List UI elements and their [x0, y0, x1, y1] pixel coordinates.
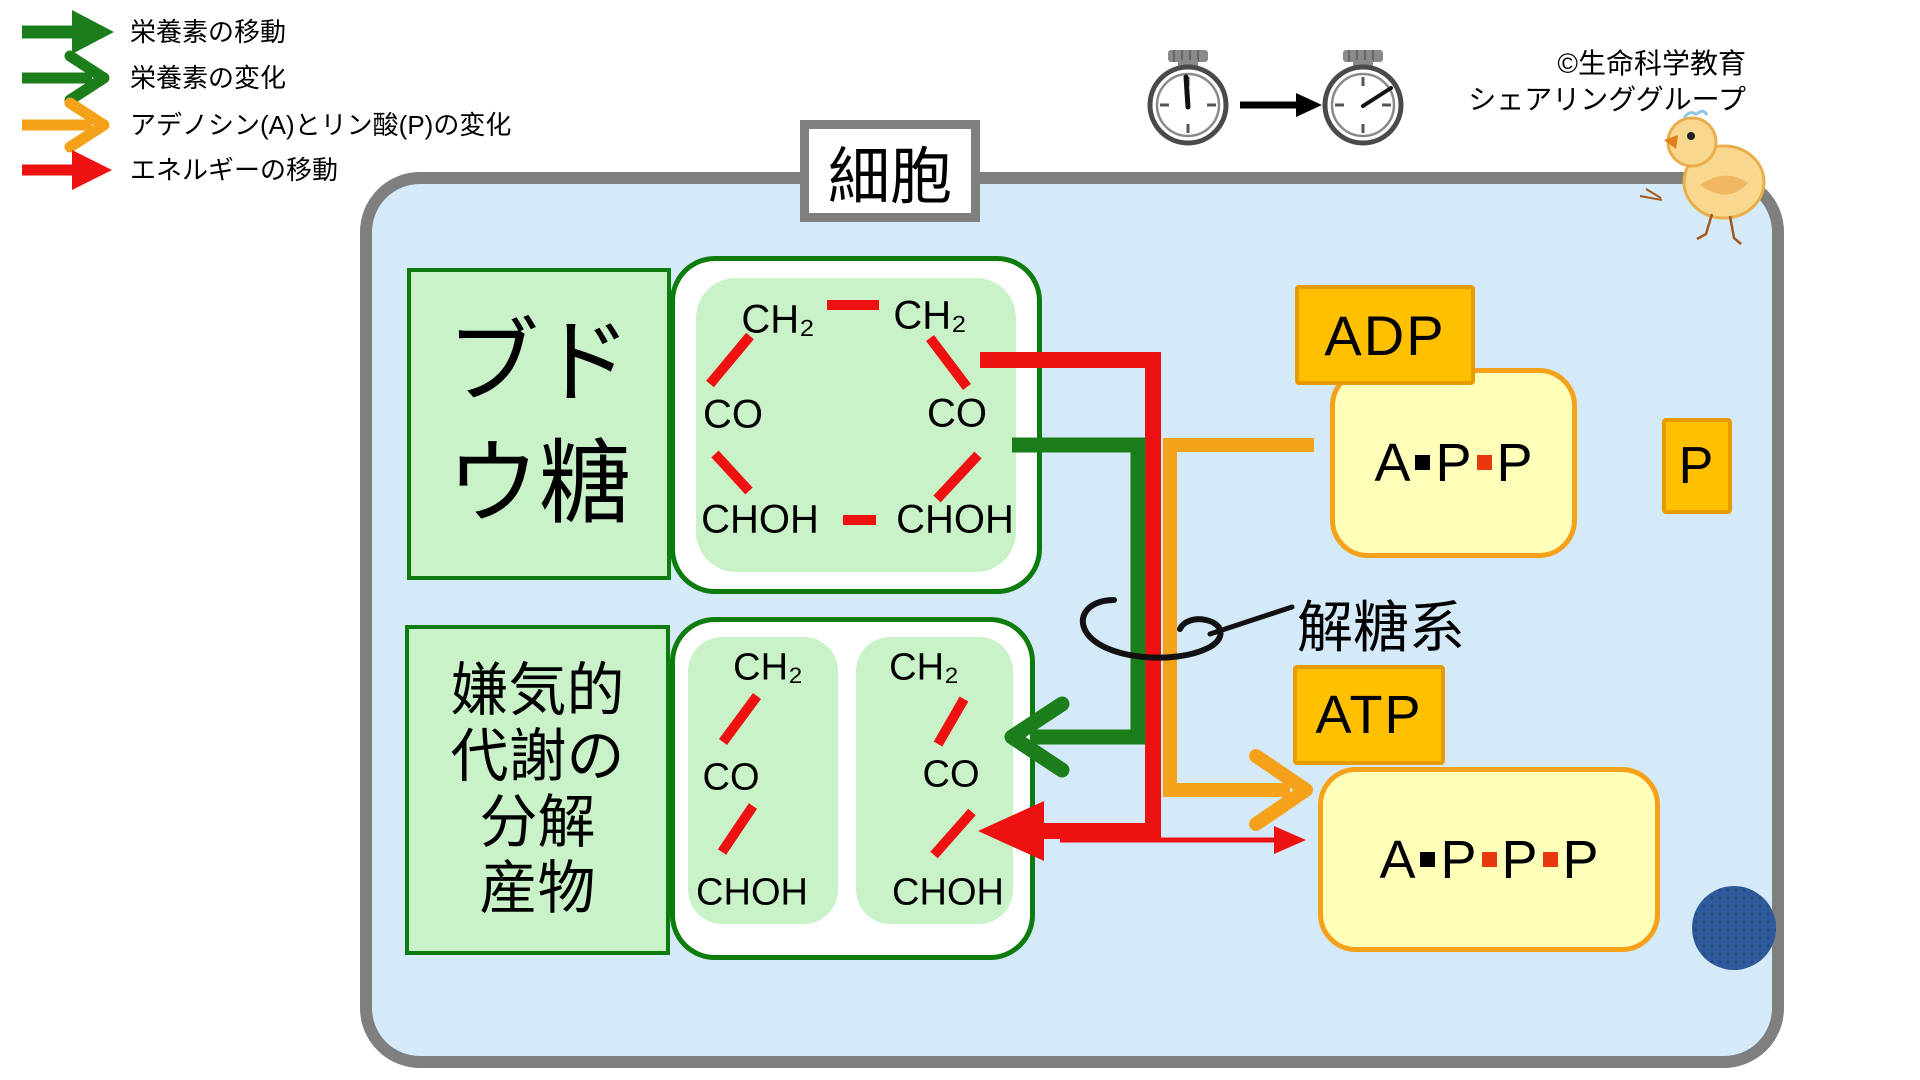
legend-arrow-adenosine-change-icon [22, 97, 110, 153]
glycolysis-label: 解糖系 [1297, 596, 1465, 659]
product1-atom-co: CO [702, 756, 760, 799]
product1-atom-ch2: CH₂ [733, 646, 803, 689]
phosphate-tag: P [1662, 418, 1732, 514]
time-arrow-icon [1240, 93, 1322, 117]
product-molecule-panel-1 [688, 637, 838, 924]
phosphate-bond-icon [1476, 455, 1492, 471]
product1-atom-choh: CHOH [696, 871, 808, 914]
phosphate-bond-icon [1481, 851, 1497, 867]
product2-atom-choh: CHOH [892, 871, 1004, 914]
atp-tag: ATP [1293, 665, 1445, 765]
copyright-line2: シェアリンググループ [1468, 84, 1746, 115]
dotted-circle-icon [1692, 886, 1776, 970]
legend-arrow-nutrient-move-icon [22, 10, 114, 54]
glucose-atom-co-right: CO [927, 391, 987, 436]
copyright-line1: ©生命科学教育 [1557, 48, 1746, 79]
phosphate-bond-icon [1542, 851, 1558, 867]
glucose-label-line2: ウ糖 [446, 433, 631, 535]
products-label-line2: 代謝の [450, 724, 625, 789]
legend-label-nutrient-move: 栄養素の移動 [130, 17, 287, 47]
products-label-line3: 分解 [479, 790, 596, 855]
products-label-box: 嫌気的 代謝の 分解 産物 [405, 625, 670, 955]
product2-atom-ch2: CH₂ [889, 646, 959, 689]
phosphate-bond-icon [1415, 455, 1431, 471]
atp-tag-label: ATP [1315, 685, 1423, 745]
legend-label-nutrient-change: 栄養素の変化 [130, 63, 287, 93]
glucose-atom-choh-right: CHOH [896, 497, 1014, 542]
legend-label-energy-move: エネルギーの移動 [130, 155, 339, 185]
phosphate-bond-icon [1420, 851, 1436, 867]
cell-label: 細胞 [827, 143, 952, 212]
adp-tag: ADP [1295, 285, 1475, 385]
adp-tag-label: ADP [1324, 303, 1446, 367]
glucose-label-line1: ブド [446, 311, 631, 414]
glucose-atom-ch2-right: CH₂ [893, 293, 967, 338]
phosphate-label: P [1678, 437, 1716, 495]
products-label-line1: 嫌気的 [450, 658, 625, 723]
glucose-atom-co-left: CO [703, 392, 763, 437]
product2-atom-co: CO [922, 753, 980, 796]
products-label-line4: 産物 [479, 856, 596, 921]
glucose-atom-choh-left: CHOH [701, 497, 819, 542]
legend-arrow-energy-move-icon [22, 150, 112, 190]
legend-arrow-nutrient-change-icon [22, 50, 110, 106]
cell-label-box: 細胞 [800, 120, 980, 222]
glucose-label-box: ブド ウ糖 [407, 268, 671, 580]
legend-label-adenosine-change: アデノシン(A)とリン酸(P)の変化 [130, 110, 512, 140]
copyright: ©生命科学教育 シェアリンググループ [1390, 46, 1746, 118]
stopwatch-before-icon [1147, 50, 1229, 146]
glucose-atom-ch2-left: CH₂ [741, 297, 815, 342]
